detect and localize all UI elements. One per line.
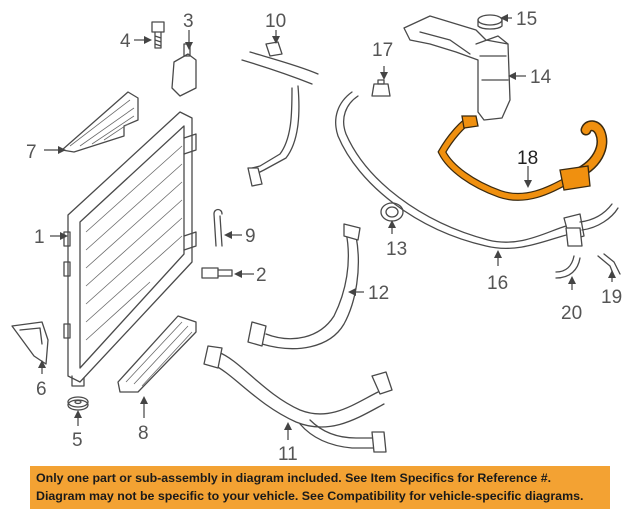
callout-7: 7 [26, 142, 37, 163]
hose-20 [555, 255, 581, 279]
hose-19 [597, 253, 621, 277]
lower-hose-12 [247, 223, 361, 350]
callout-3: 3 [183, 11, 194, 32]
callout-19: 19 [601, 287, 622, 308]
insulator [67, 396, 89, 411]
callout-12: 12 [368, 283, 389, 304]
upper-baffle [61, 91, 139, 153]
callout-11: 11 [278, 444, 298, 465]
hose-9 [213, 208, 223, 247]
lower-baffle [117, 315, 197, 393]
callout-1: 1 [34, 227, 45, 248]
lower-hose-assembly [203, 345, 393, 453]
callout-5: 5 [72, 430, 83, 451]
bracket [171, 43, 197, 97]
callout-4: 4 [120, 31, 131, 52]
leader-lines [38, 14, 616, 440]
callout-2: 2 [256, 265, 267, 286]
callout-13: 13 [386, 239, 407, 260]
drain-plug [201, 267, 233, 279]
upper-hose-assembly [241, 41, 319, 187]
callout-20: 20 [561, 303, 582, 324]
callout-6: 6 [36, 379, 47, 400]
disclaimer-banner: Only one part or sub-assembly in diagram… [30, 466, 610, 509]
callout-18: 18 [517, 148, 538, 169]
disclaimer-line-1: Only one part or sub-assembly in diagram… [36, 471, 552, 485]
callout-14: 14 [530, 67, 552, 88]
overflow-hose [335, 91, 619, 250]
callout-8: 8 [138, 423, 149, 444]
callout-9: 9 [245, 226, 256, 247]
callout-17: 17 [372, 40, 393, 61]
radiator [63, 111, 197, 387]
callout-10: 10 [265, 11, 286, 32]
sensor [371, 79, 391, 97]
disclaimer-line-2: Diagram may not be specific to your vehi… [36, 489, 584, 503]
hose-clamp [380, 202, 404, 222]
callout-15: 15 [516, 9, 537, 30]
pressure-cap [477, 14, 503, 30]
coolant-reservoir [403, 15, 511, 121]
callout-16: 16 [487, 273, 508, 294]
highlighted-hose-18 [437, 115, 608, 201]
air-deflector [11, 321, 49, 365]
parts-diagram: 1 2 3 4 5 6 7 8 9 10 11 12 13 14 15 16 1… [11, 9, 622, 465]
bolt [151, 21, 165, 49]
